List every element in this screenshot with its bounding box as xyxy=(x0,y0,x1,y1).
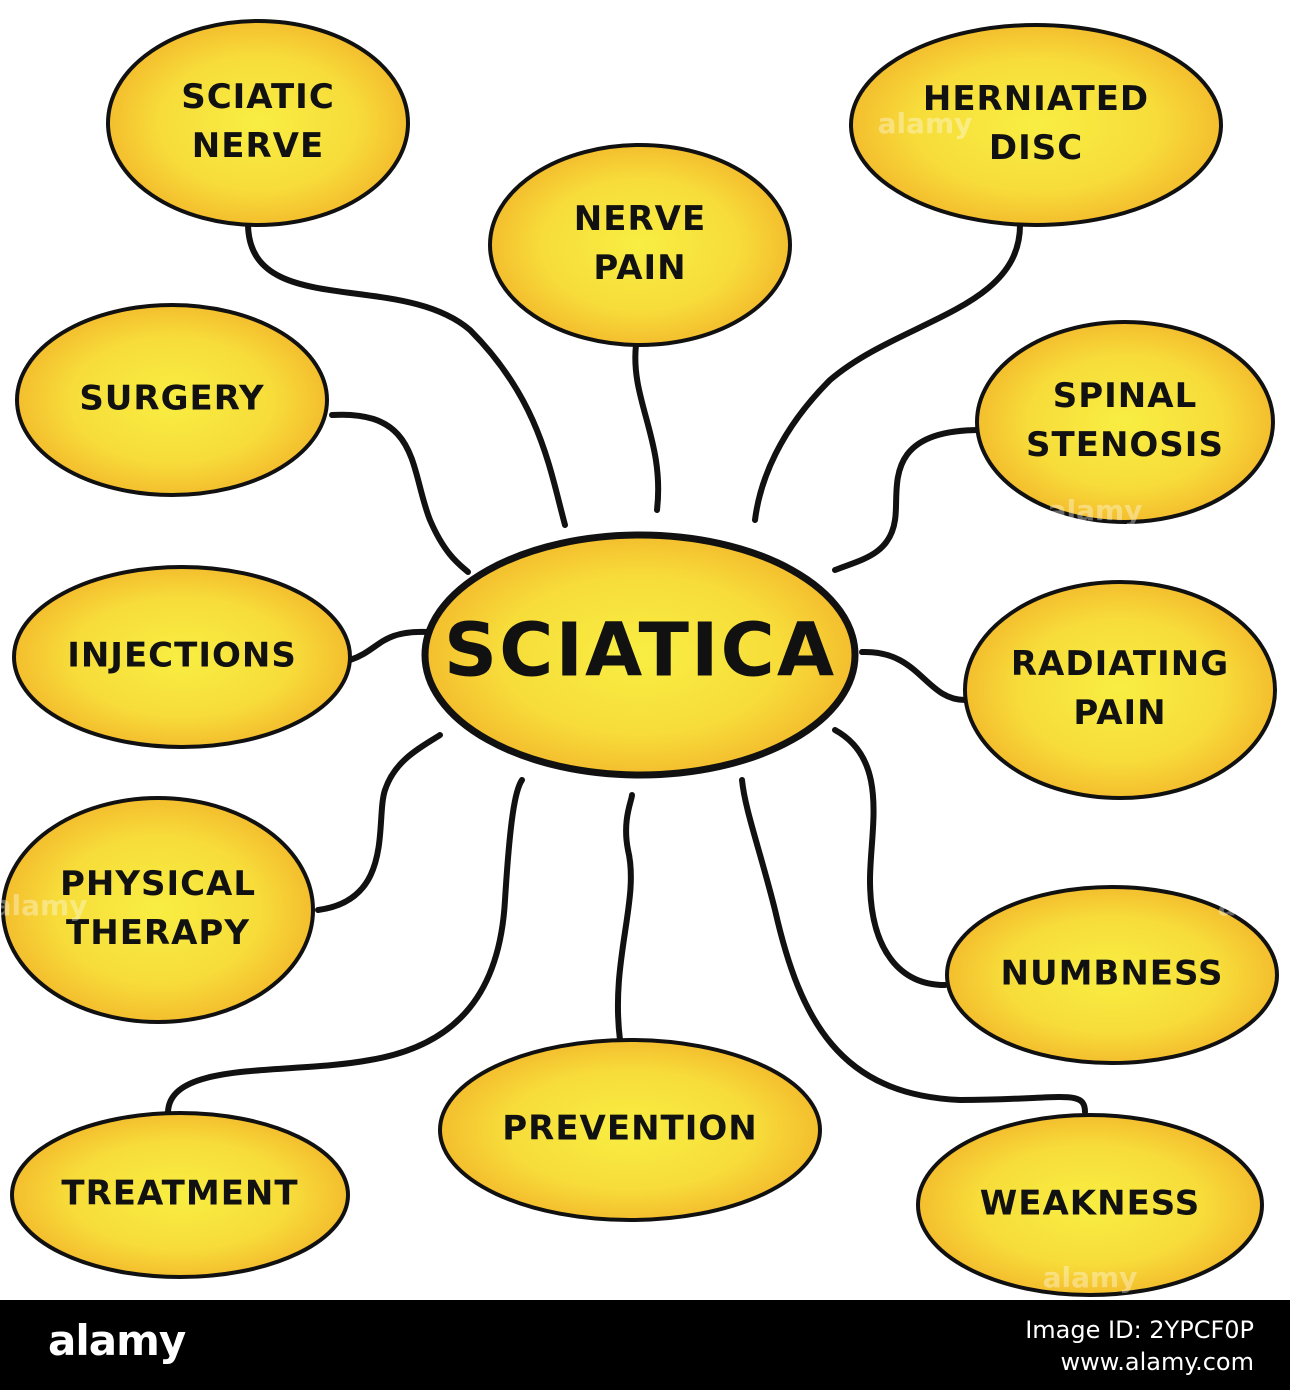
node-nerve-pain: NERVE PAIN xyxy=(488,143,792,347)
node-shape xyxy=(916,1113,1264,1297)
node-shape xyxy=(12,565,352,749)
node-label: TREATMENT xyxy=(61,1174,298,1214)
node-label: SPINAL xyxy=(1053,376,1198,416)
connector-physical-therapy xyxy=(315,732,443,913)
node-shape xyxy=(15,303,329,497)
node-shape xyxy=(1,796,315,1024)
node-physical-therapy: PHYSICAL THERAPY xyxy=(1,796,315,1024)
connector-radiating-pain xyxy=(859,648,968,703)
node-weakness: WEAKNESS xyxy=(916,1113,1264,1297)
watermark: alamy xyxy=(1218,889,1290,922)
node-label: INJECTIONS xyxy=(67,636,297,676)
connector-weakness xyxy=(739,777,1088,1115)
node-label: STENOSIS xyxy=(1026,425,1224,465)
connector-sciatic-nerve xyxy=(245,222,568,528)
node-spinal-stenosis: SPINAL STENOSIS xyxy=(975,320,1275,524)
node-label: THERAPY xyxy=(66,913,250,953)
nodes: SCIATIC NERVE NERVE PAIN HERNIATED DISC SURGER… xyxy=(1,19,1279,1297)
watermark: alamy xyxy=(1048,494,1143,527)
node-shape xyxy=(106,19,410,227)
node-radiating-pain: RADIATING PAIN xyxy=(963,580,1277,800)
footer-bar: alamy Image ID: 2YPCF0P www.alamy.com xyxy=(0,1300,1290,1390)
node-label: PAIN xyxy=(593,248,686,288)
node-label: DISC xyxy=(989,128,1083,168)
central-node-label: SCIATICA xyxy=(444,608,836,694)
node-injections: INJECTIONS xyxy=(12,565,352,749)
connector-treatment xyxy=(165,777,525,1115)
node-shape xyxy=(849,23,1223,227)
watermarks: alamy alamy alamy alamy alamy xyxy=(0,107,1290,1294)
node-label: RADIATING xyxy=(1011,644,1229,684)
connector-numbness xyxy=(832,727,948,988)
node-treatment: TREATMENT xyxy=(10,1111,350,1279)
node-label: SURGERY xyxy=(79,379,264,419)
node-prevention: PREVENTION xyxy=(438,1038,822,1222)
central-node: SCIATICA xyxy=(421,531,859,779)
node-shape xyxy=(975,320,1275,524)
node-label: PAIN xyxy=(1073,693,1166,733)
node-label: NERVE xyxy=(574,199,706,239)
node-shape xyxy=(945,885,1279,1065)
watermark: alamy xyxy=(1043,1261,1138,1294)
alamy-logo: alamy xyxy=(48,1316,186,1365)
site-url: www.alamy.com xyxy=(1060,1348,1254,1376)
node-sciatic-nerve: SCIATIC NERVE xyxy=(106,19,410,227)
connector-injections xyxy=(347,628,431,663)
node-shape xyxy=(488,143,792,347)
node-label: PHYSICAL xyxy=(60,864,256,904)
node-shape xyxy=(963,580,1277,800)
connector-surgery xyxy=(329,411,471,575)
connector-nerve-pain xyxy=(632,342,662,513)
node-label: SCIATIC xyxy=(181,77,335,117)
node-surgery: SURGERY xyxy=(15,303,329,497)
connectors xyxy=(165,222,1088,1115)
watermark: alamy xyxy=(878,107,973,140)
connector-spinal-stenosis xyxy=(832,427,983,573)
node-label: NUMBNESS xyxy=(1001,954,1224,994)
node-shape xyxy=(438,1038,822,1222)
node-numbness: NUMBNESS xyxy=(945,885,1279,1065)
footer-meta: Image ID: 2YPCF0P www.alamy.com xyxy=(1025,1314,1254,1378)
node-label: WEAKNESS xyxy=(980,1184,1201,1224)
connector-herniated-disc xyxy=(752,222,1023,523)
central-node-shape xyxy=(421,531,859,779)
node-label: PREVENTION xyxy=(502,1109,758,1149)
connector-prevention xyxy=(614,792,635,1043)
image-id: Image ID: 2YPCF0P xyxy=(1025,1316,1254,1344)
mind-map: SCIATIC NERVE NERVE PAIN HERNIATED DISC SURGER… xyxy=(0,19,1290,1297)
node-herniated-disc: HERNIATED DISC xyxy=(849,23,1223,227)
node-label: HERNIATED xyxy=(923,79,1149,119)
node-label: NERVE xyxy=(192,126,324,166)
node-shape xyxy=(10,1111,350,1279)
watermark: alamy xyxy=(0,889,87,922)
